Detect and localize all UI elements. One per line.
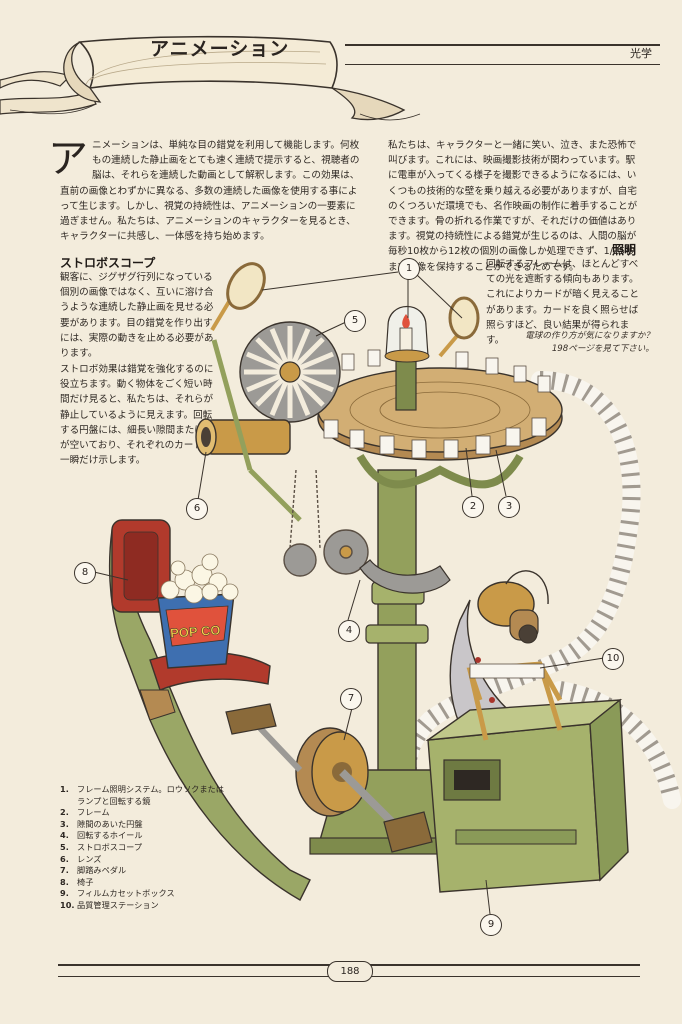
legend-item: 1.フレーム照明システム。ロウソクまたはランプと回転する鏡 — [60, 784, 224, 806]
stroboscope-paragraph-1: 観客に、ジグザグ行列になっている個別の画像ではなく、互いに溶け合うような連続した… — [60, 272, 214, 360]
stroboscope-heading: ストロボスコープ — [60, 256, 156, 270]
legend-item: 8.椅子 — [60, 876, 94, 887]
header-rule-bottom — [345, 64, 660, 65]
callout-10: 10 — [602, 648, 624, 670]
intro-text: ニメーションは、単純な目の錯覚を利用して機能します。何枚もの連続した静止画をとて… — [60, 140, 360, 243]
drop-cap: ア — [48, 136, 88, 182]
category-label: 光学 — [630, 47, 652, 60]
legend-item: 7.脚踏みペダル — [60, 865, 127, 876]
title-ribbon-illustration — [0, 35, 421, 121]
callout-1: 1 — [398, 258, 420, 280]
header-rule-top — [345, 44, 660, 46]
popcorn-label: POP CO — [170, 622, 221, 640]
frame-cards — [323, 349, 551, 459]
callout-8: 8 — [74, 562, 96, 584]
leader-lines — [93, 271, 605, 915]
legend-item: 9.フィルムカセットボックス — [60, 888, 175, 899]
callout-5: 5 — [344, 310, 366, 332]
lighting-heading: 照明 — [611, 243, 636, 257]
lighting-paragraph: 回転するフレームは、ほとんどすべての光を遮断する傾向もあります。これによりカード… — [486, 259, 640, 347]
chain-drive — [283, 469, 369, 577]
page-title: アニメーション — [150, 38, 290, 60]
gas-mask-head — [477, 570, 549, 644]
legend-item: 10.品質管理ステーション — [60, 899, 159, 910]
popcorn-kernels — [160, 553, 239, 604]
film-cassette-box — [425, 698, 629, 893]
legend-item: 5.ストロボスコープ — [60, 841, 143, 852]
callout-4: 4 — [338, 620, 360, 642]
lightbulb-note: 電球の作り方が気になりますか？ 198ページを見て下さい。 — [478, 330, 654, 355]
note-line-1: 電球の作り方が気になりますか？ — [525, 331, 654, 341]
legend-item: 4.回転するホイール — [60, 830, 143, 841]
parts-legend: 1.フレーム照明システム。ロウソクまたはランプと回転する鏡 2.フレーム 3.隙… — [60, 784, 230, 912]
callout-6: 6 — [186, 498, 208, 520]
foot-pedal-crank — [225, 703, 433, 853]
note-line-2: 198ページを見て下さい。 — [551, 343, 654, 354]
callout-9: 9 — [480, 914, 502, 936]
candle-lamp — [384, 305, 430, 411]
rotating-mirrors — [210, 262, 480, 358]
page-number: 188 — [327, 961, 373, 982]
column2-paragraph: 私たちは、キャラクターと一緒に笑い、泣き、また恐怖で叫びます。これには、映画撮影… — [388, 140, 638, 273]
bevel-gear — [359, 559, 451, 594]
stroboscope-wheel — [239, 321, 341, 423]
legend-item: 6.レンズ — [60, 853, 102, 864]
lens-barrel — [195, 418, 291, 456]
intro-paragraph: アニメーションは、単純な目の錯覚を利用して機能します。何枚もの連続した静止画をと… — [48, 138, 360, 244]
callout-3: 3 — [498, 496, 520, 518]
callout-2: 2 — [462, 496, 484, 518]
stroboscope-paragraph-2: ストロボ効果は錯覚を強化するのに役立ちます。動く物体をごく短い時間だけ見ると、私… — [60, 364, 214, 467]
callout-7: 7 — [340, 688, 362, 710]
legend-item: 3.隙間のあいた円盤 — [60, 818, 143, 829]
legend-item: 2.フレーム — [60, 807, 110, 818]
